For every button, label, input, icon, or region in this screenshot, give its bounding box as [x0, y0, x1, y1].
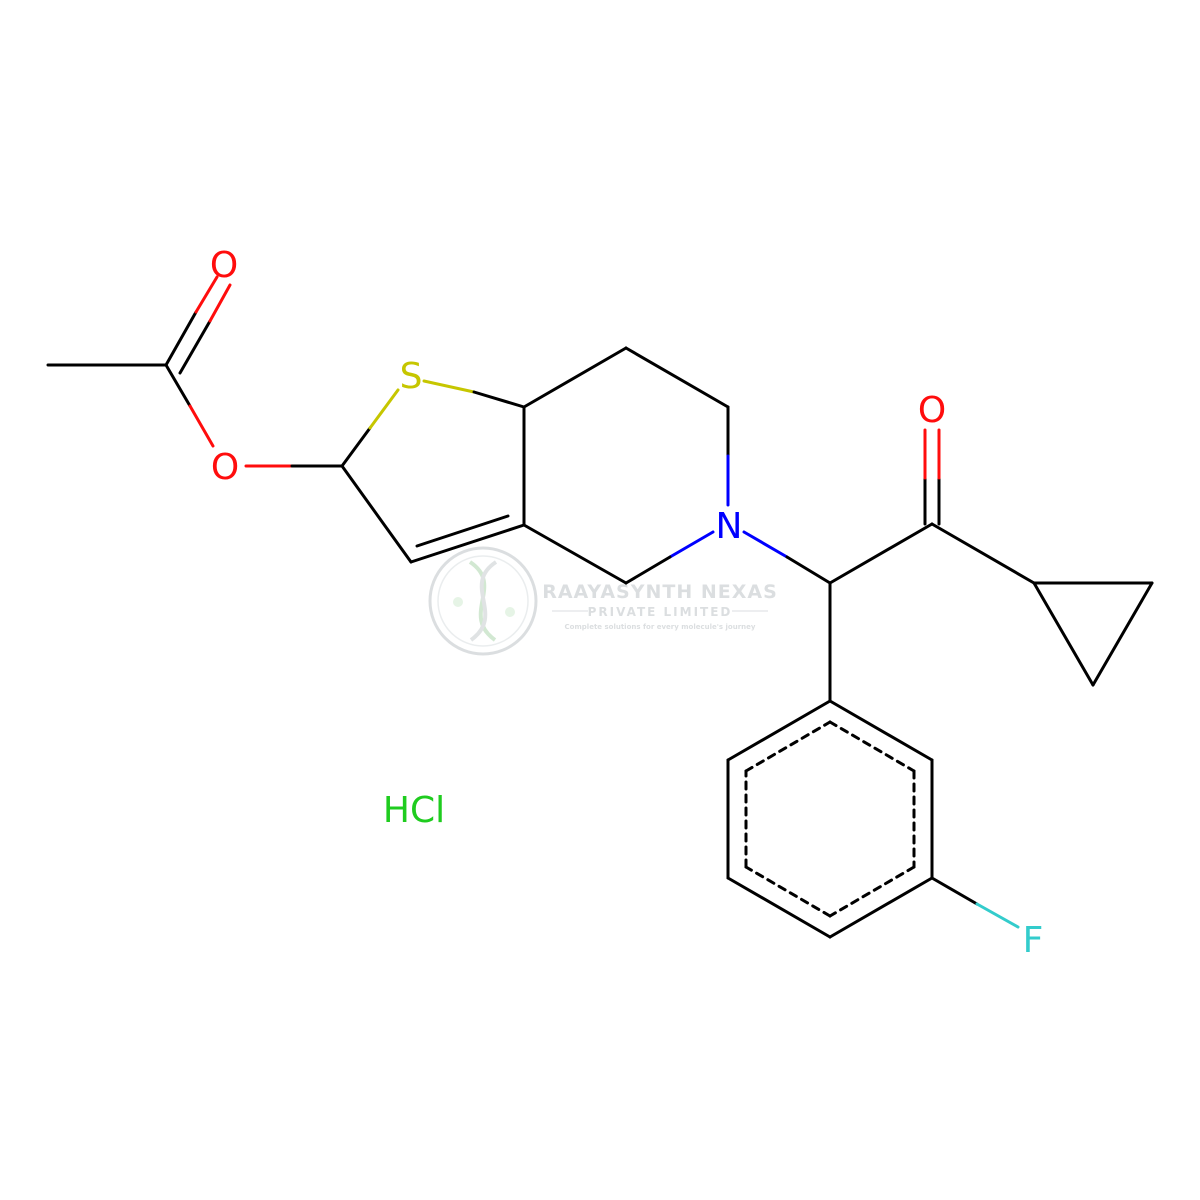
aromatic-ring-dashed: [744, 720, 916, 918]
watermark-tagline: Complete solutions for every molecule's …: [565, 623, 756, 631]
atom-ester-oxygen: O: [211, 447, 239, 488]
watermark-title: RAAYASYNTH NEXAS: [542, 581, 778, 603]
bond-c2-s-yellow: [368, 388, 400, 430]
atom-sulfur: S: [400, 356, 423, 397]
bond-c3-c3a-inner: [415, 514, 510, 548]
bond-c-f: [930, 876, 979, 906]
atom-nitrogen: N: [716, 506, 743, 547]
bond-n-ch: [785, 555, 832, 585]
bond-ph-3-4: [828, 876, 934, 939]
atom-carbonyl-oxygen: O: [210, 245, 238, 286]
dna-helix-icon: [453, 560, 515, 642]
bond-ch-cketone: [828, 522, 934, 585]
bond-carbonyl-o-a-red: [194, 275, 219, 314]
watermark-logo-ring: [428, 546, 538, 656]
bond-c2-c3: [340, 464, 413, 564]
bond-c7a-c7: [522, 346, 628, 409]
watermark: RAAYASYNTH NEXAS PRIVATE LIMITED Complet…: [428, 546, 778, 656]
bond-s-c7a: [472, 390, 526, 409]
bond-c4-c3a: [522, 523, 628, 585]
bond-ph-6-1: [726, 699, 832, 762]
bond-c-f-cyan: [975, 902, 1020, 929]
bond-carbonyl-oester-red: [188, 404, 215, 448]
bond-n-ch-blue: [742, 530, 789, 559]
bond-c7-c6: [624, 346, 730, 409]
bond-ph-1-2: [828, 699, 934, 762]
bond-c2-s: [340, 426, 372, 468]
atom-labels: O O S N O F HCl: [210, 245, 1044, 961]
bond-c3-c3a: [409, 523, 526, 564]
salt-hcl: HCl: [383, 790, 445, 831]
bond-carbonyl-o-b-red: [208, 283, 232, 323]
atom-ketone-oxygen: O: [918, 390, 946, 431]
bonds: [46, 275, 1154, 939]
bond-carbonyl-o-b: [178, 319, 212, 375]
atom-fluorine: F: [1023, 920, 1044, 961]
bond-cp2-cp3: [1091, 581, 1154, 687]
bond-carbonyl-oester: [164, 363, 192, 408]
bond-s-c7a-yellow: [422, 379, 476, 394]
bond-cp3-cp1: [1032, 581, 1095, 687]
bond-n-c4-blue: [668, 530, 715, 559]
bond-carbonyl-o-a: [164, 310, 198, 367]
bond-n-c4: [624, 555, 672, 585]
bond-cketone-cp1: [930, 522, 1036, 585]
bond-ph-4-5: [726, 876, 832, 939]
watermark-subtitle: PRIVATE LIMITED: [588, 605, 733, 619]
